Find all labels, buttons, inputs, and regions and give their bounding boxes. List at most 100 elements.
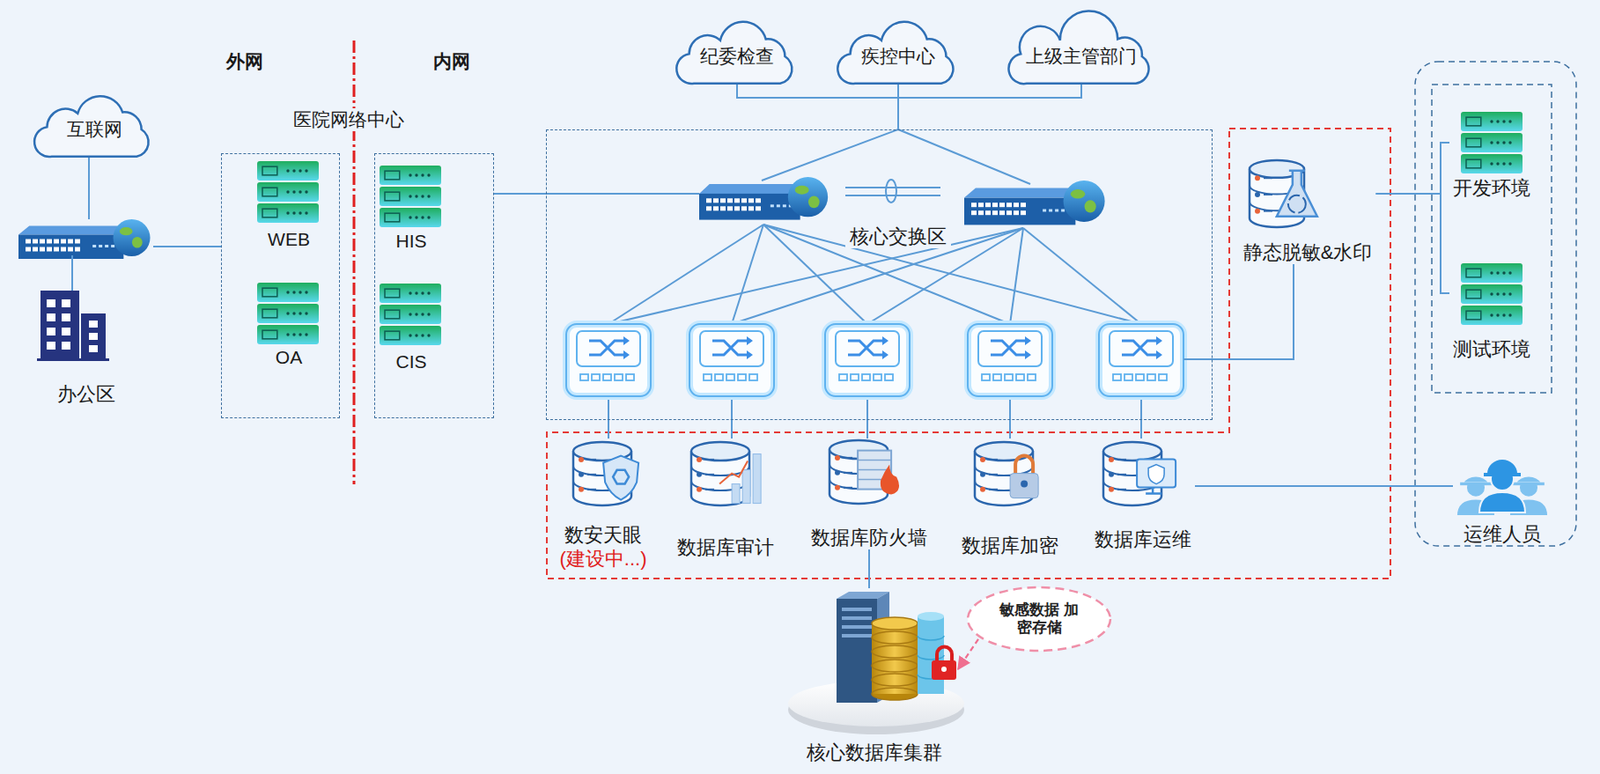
device-node: 数据库加密 bbox=[958, 438, 1062, 558]
server-led bbox=[1489, 162, 1493, 165]
switch-led bbox=[776, 204, 781, 207]
node-label: OA bbox=[275, 346, 303, 369]
cloud-node: 互联网 bbox=[35, 98, 154, 161]
server-screen bbox=[1466, 310, 1482, 320]
server-led bbox=[286, 211, 289, 214]
switch-port bbox=[706, 206, 712, 211]
server-slab bbox=[379, 207, 442, 228]
switch-frame bbox=[689, 324, 775, 397]
db-dot bbox=[578, 471, 584, 478]
switch-port bbox=[706, 198, 712, 203]
network-link bbox=[1009, 420, 1011, 439]
device-node: 静态脱敏&水印 bbox=[1239, 156, 1377, 265]
node-label: 互联网 bbox=[66, 117, 123, 141]
trunk-bundle bbox=[885, 179, 897, 203]
server-led bbox=[1508, 140, 1512, 144]
device-node: WEB bbox=[253, 162, 325, 251]
db-dot bbox=[980, 471, 986, 478]
keyhole bbox=[1020, 480, 1028, 488]
gold-coin bbox=[871, 659, 918, 672]
server-slab bbox=[1460, 263, 1523, 283]
blue-drum bbox=[917, 616, 944, 694]
switch-port bbox=[720, 206, 726, 211]
switch-port bbox=[999, 202, 1005, 207]
switch-led bbox=[98, 244, 103, 248]
switch-led bbox=[782, 204, 787, 207]
shuffle-arrow bbox=[589, 340, 625, 355]
switch-port bbox=[748, 198, 754, 203]
server-led bbox=[286, 332, 289, 336]
callout-bubble: 敏感数据 加密存储 bbox=[965, 585, 1113, 653]
shield bbox=[603, 456, 639, 501]
switch-port bbox=[884, 374, 893, 381]
group-box: 内网HISCIS bbox=[374, 153, 495, 419]
server-icon bbox=[257, 161, 319, 223]
device-node: HIS bbox=[376, 166, 447, 252]
globe-land bbox=[132, 236, 143, 249]
node-label: 办公区 bbox=[57, 383, 116, 406]
server-led bbox=[304, 190, 308, 193]
chart-bar bbox=[742, 470, 751, 504]
lock-body bbox=[1010, 473, 1039, 499]
switch-glow bbox=[825, 324, 910, 397]
switch-port bbox=[46, 247, 52, 252]
network-link bbox=[730, 420, 733, 439]
db-slot bbox=[988, 473, 998, 476]
environment-box bbox=[1431, 84, 1552, 393]
label-holder: 医院网络中心 bbox=[0, 0, 118, 23]
switch-port bbox=[60, 239, 67, 244]
database-icon bbox=[573, 442, 639, 506]
server-led bbox=[304, 169, 308, 172]
server-led bbox=[408, 291, 412, 295]
globe bbox=[113, 219, 151, 257]
server-led bbox=[1502, 313, 1505, 317]
node-label: 运维人员 bbox=[1463, 523, 1542, 546]
switch-frame bbox=[967, 324, 1053, 397]
db-dot bbox=[980, 457, 986, 463]
server-led bbox=[420, 333, 424, 337]
node-label: HIS bbox=[395, 229, 427, 252]
db-dot bbox=[834, 485, 841, 491]
db-dot bbox=[696, 471, 702, 478]
gold-stack bbox=[871, 623, 918, 694]
wire bbox=[1140, 396, 1143, 421]
database-icon bbox=[691, 442, 761, 506]
switch-port bbox=[67, 239, 74, 244]
node-label: 数安天眼 bbox=[564, 523, 642, 547]
window bbox=[61, 313, 71, 322]
network-link bbox=[868, 549, 871, 589]
database-icon bbox=[1249, 160, 1318, 228]
window bbox=[61, 327, 71, 336]
server-led bbox=[1489, 119, 1493, 123]
switch-panel bbox=[1109, 331, 1173, 367]
gold-coin bbox=[871, 687, 918, 701]
hexagon bbox=[612, 470, 629, 485]
switch-port bbox=[1013, 210, 1019, 215]
node-label: 数据库防火墙 bbox=[811, 526, 928, 550]
server-led bbox=[427, 173, 430, 177]
network-link bbox=[1212, 264, 1294, 360]
wire bbox=[898, 129, 1031, 185]
server-screen bbox=[262, 330, 278, 340]
server-slab bbox=[257, 161, 319, 181]
switch-port bbox=[53, 239, 59, 244]
switch-port bbox=[727, 198, 733, 203]
switch-panel bbox=[835, 331, 900, 367]
server-led bbox=[420, 194, 424, 198]
switch-port bbox=[25, 247, 31, 252]
switch-port bbox=[720, 198, 726, 203]
server-screen bbox=[262, 309, 278, 318]
lock-shackle bbox=[1015, 456, 1033, 474]
gold-coin bbox=[871, 617, 918, 630]
server-screen bbox=[1466, 138, 1482, 148]
access-switch-icon bbox=[689, 324, 775, 397]
cloud-node: 疾控中心 bbox=[838, 25, 959, 88]
database-icon bbox=[1103, 442, 1176, 506]
db-slot bbox=[843, 471, 853, 474]
server-slab bbox=[379, 186, 442, 207]
switch-port bbox=[749, 374, 758, 381]
server-screen bbox=[384, 309, 400, 319]
device-node: 测试环境 bbox=[1449, 261, 1534, 362]
access-switch-icon bbox=[566, 324, 651, 397]
